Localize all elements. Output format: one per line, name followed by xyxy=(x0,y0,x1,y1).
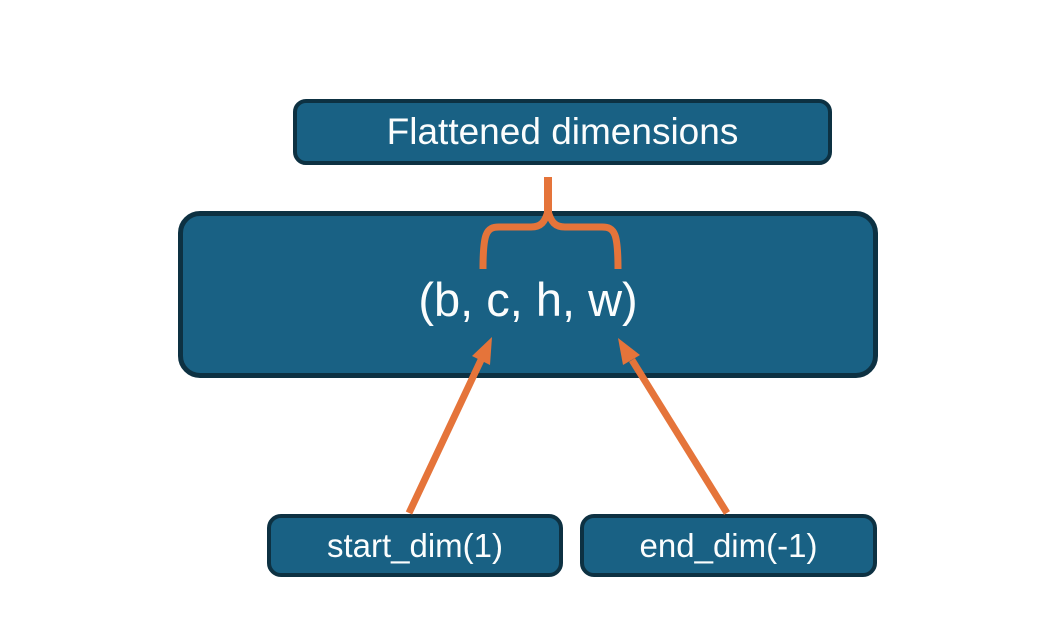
node-start-dim-label: start_dim(1) xyxy=(326,526,504,564)
node-tensor-shape-label: (b, c, h, w) xyxy=(418,273,638,326)
node-start-dim: start_dim(1) xyxy=(267,514,563,577)
node-end-dim: end_dim(-1) xyxy=(580,514,877,577)
arrow-end-dim-shaft xyxy=(629,358,730,515)
node-tensor-shape: (b, c, h, w) xyxy=(178,211,878,378)
arrow-start-dim-shaft xyxy=(405,358,485,515)
node-flattened-dimensions-label: Flattened dimensions xyxy=(386,111,739,152)
node-flattened-dimensions: Flattened dimensions xyxy=(293,99,832,165)
node-end-dim-label: end_dim(-1) xyxy=(639,526,818,564)
